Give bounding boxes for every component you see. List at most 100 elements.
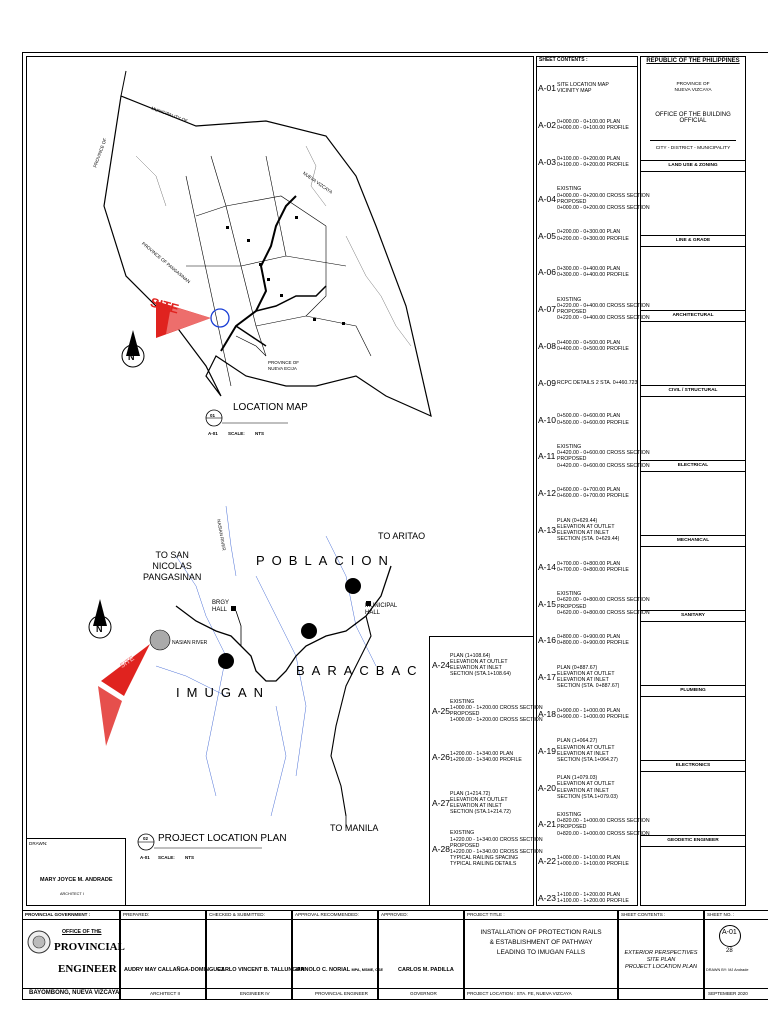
sheet-code: A-21 (538, 819, 556, 830)
sheet-code: A-18 (538, 709, 556, 719)
seal-logo-icon (27, 930, 51, 954)
approval-divider (640, 246, 746, 247)
project-plan-title: PROJECT LOCATION PLAN (158, 833, 287, 844)
sheet-entry-line: 0+220.00 - 0+400.00 CROSS SECTION (557, 303, 650, 309)
extra-sheet-entry-line: 1+000.00 - 1+200.00 CROSS SECTION (450, 717, 543, 724)
approval-divider (640, 835, 746, 836)
extra-sheet-code: A-26 (432, 752, 450, 762)
province-label-1: PROVINCE OF (268, 360, 300, 365)
sheet-contents-header: SHEET CONTENTS : (539, 57, 588, 63)
extra-sheet-entry-line: PROPOSED (450, 842, 480, 849)
tb-recommended-name: MANOLO C. NORIAL MPA, MSME, CSE (296, 967, 384, 973)
approval-section-label: PLUMBING (680, 688, 706, 693)
imugan-label: IMUGAN (176, 685, 270, 700)
approval-divider (640, 621, 746, 622)
tb-recommended-label: APPROVAL RECOMMENDED: (295, 912, 359, 917)
republic-label: REPUBLIC OF THE PHILIPPINES (646, 58, 740, 64)
approval-divider (640, 385, 746, 386)
sheet-code: A-06 (538, 267, 556, 278)
sheet-entry-line: 0+800.00 - 0+900.00 PLAN (557, 634, 621, 641)
sheet-entry-line: 0+500.00 - 0+600.00 PLAN (557, 413, 621, 420)
sheet-entry-line: PROPOSED (557, 309, 587, 316)
sheet-entry-line: 0+600.00 - 0+700.00 PROFILE (557, 493, 629, 500)
sheet-entry-line: 0+620.00 - 0+800.00 CROSS SECTION (557, 597, 650, 604)
extra-sheet-entry-line: PLAN (1+108.64) (450, 652, 491, 659)
extra-sheet-entry-line: ELEVATION AT OUTLET (450, 658, 508, 665)
site-label-1: SITE (148, 294, 181, 317)
sheet-code: A-12 (538, 488, 556, 499)
extra-sheet-entry-line: PROPOSED (450, 711, 480, 717)
tb-engineer: ENGINEER (58, 963, 117, 975)
sheet-entry-line: ELEVATION AT OUTLET (557, 523, 615, 530)
tb-prepared-role: ARCHITECT II (150, 991, 181, 996)
sheet-code: A-09 (538, 377, 556, 388)
tb-prepared (120, 910, 206, 1000)
sheet-entry-line: ELEVATION AT INLET (557, 750, 609, 757)
sheet-entry-line: 0+300.00 - 0+400.00 PROFILE (557, 272, 629, 279)
sheet-entry-line: 0+900.00 - 1+000.00 PLAN (557, 707, 621, 714)
project-plan-scale-label: SCALE: (158, 855, 175, 860)
approval-section-label: MECHANICAL (676, 538, 710, 543)
tb-approved (378, 910, 464, 1000)
north-label-2: N (96, 624, 103, 634)
extra-sheet-code: A-25 (432, 706, 450, 716)
approval-section-label: CIVIL / STRUCTURAL (668, 388, 718, 393)
extra-sheet-entry-line: SECTION (STA.1+214.72) (450, 809, 511, 816)
province-label-2: NUEVA ECIJA (268, 366, 297, 371)
sheet-entry-line: PLAN (0+629.44) (557, 517, 598, 524)
province-label: PROVINCE OF (676, 82, 710, 87)
approval-divider (640, 685, 746, 686)
project-plan-scale: NTS (185, 855, 194, 860)
sheet-entry-line: PLAN (0+887.67) (557, 664, 598, 671)
tb-provincial-gov (22, 910, 120, 1000)
location-map-scale-label: SCALE: (228, 431, 245, 436)
location-map-scale: NTS (255, 431, 264, 436)
sheet-entry-line: SECTION (STA.1+064.27) (557, 757, 618, 763)
sheet-entry-line: 0+100.00 - 0+200.00 PLAN (557, 155, 621, 162)
tb-sheet-no-label: SHEET NO. : (707, 912, 735, 917)
sheet-code: A-19 (538, 745, 556, 756)
extra-sheet-entry-line: ELEVATION AT INLET (450, 665, 502, 671)
approval-divider (640, 310, 746, 311)
sheet-entry-line: 0+820.00 - 1+000.00 CROSS SECTION (557, 830, 650, 837)
extra-sheet-entry-line: EXISTING (450, 830, 475, 837)
approval-section-label: ELECTRICAL (677, 463, 709, 468)
approval-divider (640, 460, 746, 461)
sheet-entry-line: 0+900.00 - 1+000.00 PROFILE (557, 714, 629, 720)
drawn-name: MARY JOYCE M. ANDRADE (40, 877, 113, 883)
sheet-entry-line: 0+620.00 - 0+800.00 CROSS SECTION (557, 609, 650, 616)
location-map-drawing (88, 70, 432, 851)
sheet-code: A-16 (538, 635, 556, 646)
sheet-entry-line: ELEVATION AT INLET (557, 530, 609, 536)
approval-divider (640, 396, 746, 397)
project-plan-sheet: A-01 (140, 855, 150, 860)
tb-recommended-role: PROVINCIAL ENGINEER (315, 991, 368, 996)
extra-sheet-entry-line: 1+200.00 - 1+340.00 PLAN (450, 750, 514, 757)
sheet-code: A-14 (538, 561, 556, 572)
approval-divider (640, 171, 746, 172)
extra-sheet-entry-line: ELEVATION AT OUTLET (450, 796, 508, 803)
north-label-1: N (128, 352, 135, 362)
sheet-entry-line: ELEVATION AT INLET (557, 787, 609, 794)
extra-sheet-entry-line: EXISTING (450, 698, 475, 705)
nasian-river-label: NASIAN RIVER (172, 640, 208, 646)
sheet-entry-line: 0+500.00 - 0+600.00 PROFILE (557, 419, 629, 426)
sheet-entry-line: 0+200.00 - 0+300.00 PROFILE (557, 235, 629, 242)
tb-prepared-name: AUDRY MAY CALLAÑGA-DOMINGUEZ (124, 967, 225, 973)
sheet-entry-line: 0+420.00 - 0+600.00 CROSS SECTION (557, 462, 650, 469)
tb-sheet-contents (618, 910, 704, 1000)
to-san-nicolas: TO SAN NICOLAS PANGASINAN (143, 550, 202, 582)
extra-sheet-entry-line: PLAN (1+214.72) (450, 790, 491, 797)
sheet-code: A-23 (538, 893, 556, 903)
sheet-entry-line: SITE LOCATION MAP (557, 82, 609, 89)
tb-project-title (464, 910, 618, 1000)
approval-column (640, 56, 746, 906)
extra-sheet-code: A-27 (432, 798, 450, 808)
extra-sheet-entry-line: TYPICAL RAILING DETAILS (450, 861, 517, 868)
location-map-sheet: A-01 (208, 431, 218, 436)
sheet-entry-line: ELEVATION AT OUTLET (557, 781, 615, 788)
sheet-code: A-11 (538, 451, 556, 462)
approval-divider (640, 546, 746, 547)
tb-checked-role: ENGINEER IV (240, 991, 270, 996)
poblacion-label: POBLACION (256, 553, 395, 568)
